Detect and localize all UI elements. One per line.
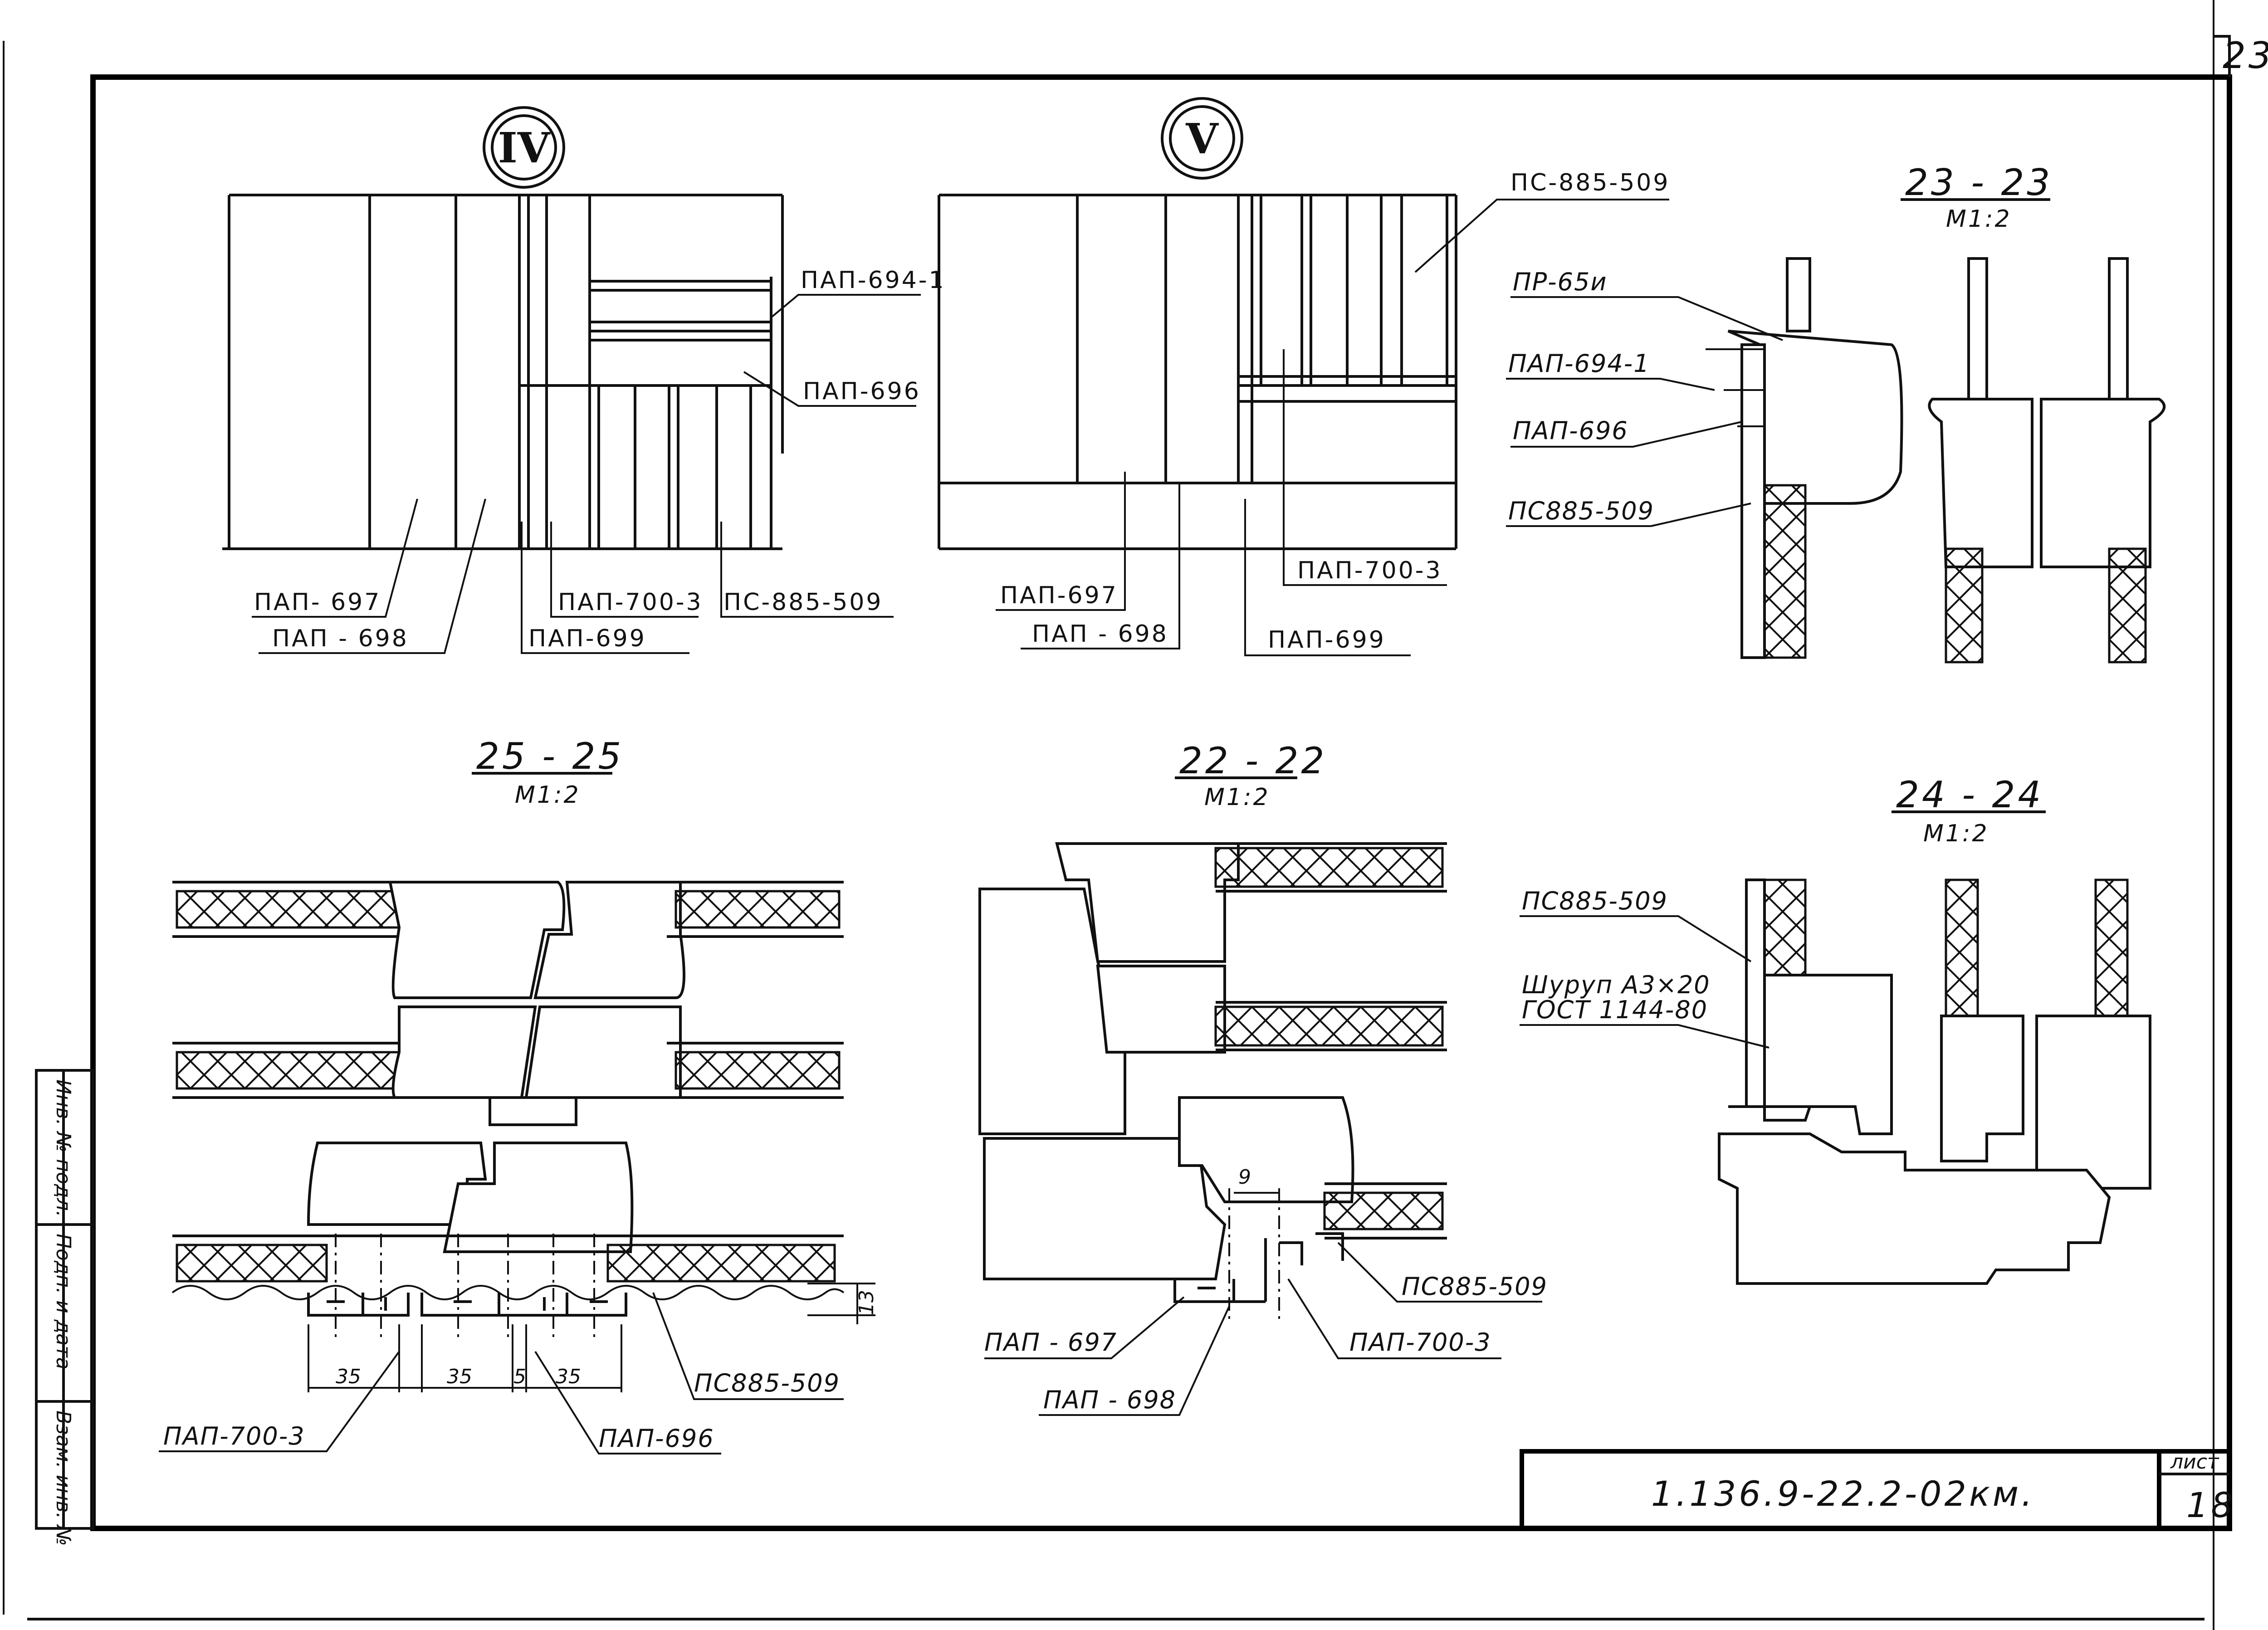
s23-label-pap694-1: ПАП-694-1 (1508, 349, 1650, 378)
stamp-text-2: Подп. и дата (52, 1234, 75, 1370)
stamp-text-1: Инв. № подл. (52, 1079, 75, 1217)
section-24-24: 24 - 24 М1:2 ПС885-509 Шуруп А3×20 ГОСТ … (1520, 774, 2151, 1285)
section-22-22: 22 - 22 М1:2 9 ПАП - 697 ПАП - 698 ПАП-7… (978, 740, 1548, 1416)
s23-label-ps885: ПС885-509 (1508, 497, 1654, 525)
v5-label-pap697: ПАП-697 (1000, 582, 1118, 609)
section-23-23: 23 - 23 М1:2 ПР-65и ПАП-694-1 ПАП-696 ПС… (1506, 161, 2166, 664)
s22-label-pap700-3: ПАП-700-3 (1349, 1328, 1491, 1357)
v5-label-pap699: ПАП-699 (1268, 626, 1386, 654)
s22-label-pap698: ПАП - 698 (1043, 1386, 1176, 1414)
document-code: 1.136.9-22.2-02км. (1651, 1474, 2035, 1514)
s23-title: 23 - 23 (1905, 161, 2053, 204)
section-25-25: 25 - 25 М1:2 (159, 735, 878, 1454)
s25-label-pap696: ПАП-696 (599, 1424, 714, 1453)
drawing-frame (90, 74, 2232, 1531)
s24-scale: М1:2 (1923, 820, 1989, 847)
s24-label-screw: Шуруп А3×20 (1522, 971, 1711, 999)
title-block: лист 18 1.136.9-22.2-02км. (1520, 1449, 2236, 1531)
s24-title: 24 - 24 (1896, 774, 2043, 816)
s22-label-ps885: ПС885-509 (1402, 1272, 1548, 1301)
s24-label-gost: ГОСТ 1144-80 (1522, 996, 1708, 1024)
s24-label-ps885: ПС885-509 (1522, 887, 1668, 915)
s22-title: 22 - 22 (1179, 740, 1327, 782)
stamp-text-3: Взам. инв. № (52, 1410, 75, 1546)
s23-label-pap696: ПАП-696 (1513, 416, 1628, 445)
v4-label-pap700-3: ПАП-700-3 (558, 589, 703, 616)
v4-label-pap699: ПАП-699 (528, 625, 646, 652)
s23-scale: М1:2 (1946, 205, 2012, 233)
s25-dim-d: 35 (556, 1365, 581, 1388)
v4-label-pap696: ПАП-696 (803, 378, 921, 405)
corner-number: 23 (2223, 34, 2268, 77)
s25-scale: М1:2 (515, 781, 581, 809)
s25-dim-a: 35 (336, 1365, 361, 1388)
s25-title: 25 - 25 (476, 735, 624, 777)
s25-dim-c: 5 (513, 1365, 526, 1388)
v5-label-ps885-509: ПС-885-509 (1510, 169, 1670, 196)
sheet-label: лист (2170, 1450, 2219, 1474)
s22-label-pap697: ПАП - 697 (984, 1328, 1117, 1357)
corner-box (2214, 35, 2231, 77)
view-v: V ПС-885-509 ПАП-697 ПАП - 698 ПАП-700-3… (938, 97, 1670, 656)
s25-dim-h: 13 (855, 1290, 878, 1315)
view-iv-marker-outer (483, 106, 565, 189)
s22-scale: М1:2 (1204, 784, 1270, 811)
v5-label-pap700-3: ПАП-700-3 (1297, 557, 1442, 584)
s23-label-pr65: ПР-65и (1513, 268, 1607, 296)
v4-label-pap694-1: ПАП-694-1 (801, 267, 946, 294)
view-iv: IV ПАП-694-1 ПАП-696 ПАП- 697 (222, 106, 946, 654)
v4-label-pap697: ПАП- 697 (254, 589, 381, 616)
view-iv-marker: IV (498, 123, 551, 172)
v5-label-pap698: ПАП - 698 (1032, 620, 1168, 648)
view-v-marker: V (1185, 114, 1219, 163)
s22-dim-a: 9 (1238, 1166, 1251, 1189)
v4-label-pap698: ПАП - 698 (272, 625, 409, 652)
sheet-number: 18 (2186, 1485, 2236, 1525)
s25-label-ps885: ПС885-509 (694, 1369, 840, 1397)
s25-dim-b: 35 (447, 1365, 472, 1388)
s25-label-pap700-3: ПАП-700-3 (163, 1422, 305, 1450)
side-stamp: Инв. № подл. Подп. и дата Взам. инв. № (35, 1069, 94, 1546)
v4-label-ps885-509: ПС-885-509 (723, 589, 883, 616)
view-iv-marker-inner (491, 114, 557, 181)
